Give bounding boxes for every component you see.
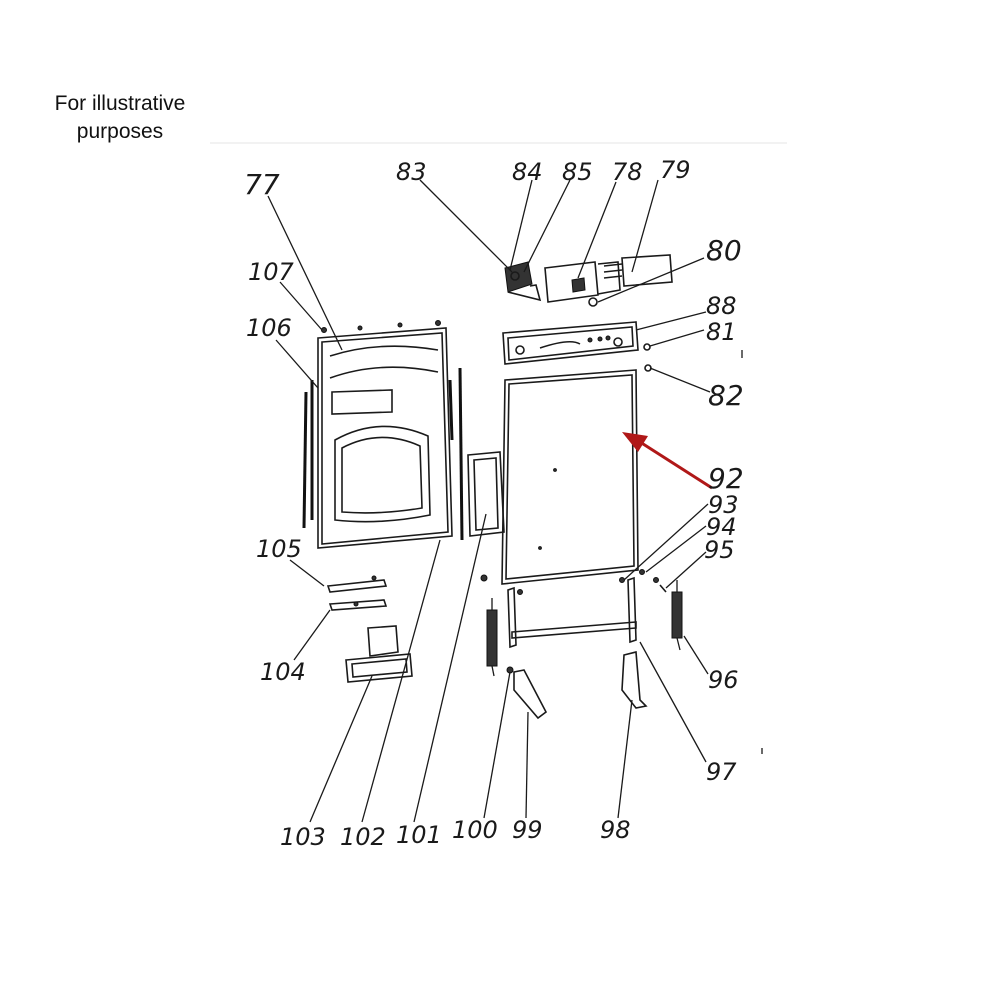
callout-97: 97 bbox=[706, 758, 737, 786]
latch-assembly bbox=[345, 625, 413, 683]
outer-door-panel bbox=[317, 320, 453, 549]
callout-103: 103 bbox=[280, 823, 326, 851]
knob-80 bbox=[588, 297, 598, 307]
callout-100: 100 bbox=[452, 816, 498, 844]
callout-94: 94 bbox=[706, 513, 737, 541]
callout-96: 96 bbox=[708, 666, 739, 694]
caption: For illustrative purposes bbox=[20, 90, 220, 146]
caption-line-1: For illustrative bbox=[54, 92, 186, 115]
callout-81: 81 bbox=[706, 318, 737, 346]
display-board bbox=[603, 254, 673, 287]
screw-81 bbox=[643, 343, 651, 351]
callout-78: 78 bbox=[612, 158, 643, 186]
callout-84: 84 bbox=[512, 158, 543, 186]
callout-102: 102 bbox=[340, 823, 386, 851]
callout-88: 88 bbox=[706, 292, 737, 320]
callout-92: 92 bbox=[708, 462, 744, 495]
small-hardware bbox=[619, 569, 667, 593]
lower-hinge-bar bbox=[480, 574, 637, 674]
callout-80: 80 bbox=[706, 234, 742, 267]
callout-82: 82 bbox=[708, 379, 744, 412]
hinge-right bbox=[621, 650, 648, 709]
callout-99: 99 bbox=[512, 816, 543, 844]
spring-right bbox=[671, 580, 683, 651]
caption-line-2: purposes bbox=[76, 120, 164, 143]
callout-105: 105 bbox=[256, 535, 302, 563]
callout-104: 104 bbox=[260, 658, 306, 686]
inner-door-panel bbox=[501, 369, 639, 585]
bracket-105 bbox=[326, 575, 388, 593]
callout-93: 93 bbox=[708, 491, 739, 519]
spring-left bbox=[486, 598, 498, 677]
leader-lines bbox=[267, 179, 711, 823]
side-gasket-panel bbox=[467, 451, 505, 537]
callout-106: 106 bbox=[246, 314, 292, 342]
hinge-left bbox=[513, 669, 548, 720]
callout-107: 107 bbox=[248, 258, 295, 286]
callout-95: 95 bbox=[704, 536, 735, 564]
door-side-strips bbox=[302, 367, 464, 541]
callout-77: 77 bbox=[244, 168, 280, 201]
callout-98: 98 bbox=[600, 816, 631, 844]
callout-85: 85 bbox=[562, 158, 593, 186]
control-panel bbox=[502, 321, 639, 365]
callout-101: 101 bbox=[396, 821, 442, 849]
callout-79: 79 bbox=[660, 156, 691, 184]
bracket-104 bbox=[328, 599, 388, 611]
highlight-arrow bbox=[622, 432, 713, 490]
callout-83: 83 bbox=[396, 158, 427, 186]
